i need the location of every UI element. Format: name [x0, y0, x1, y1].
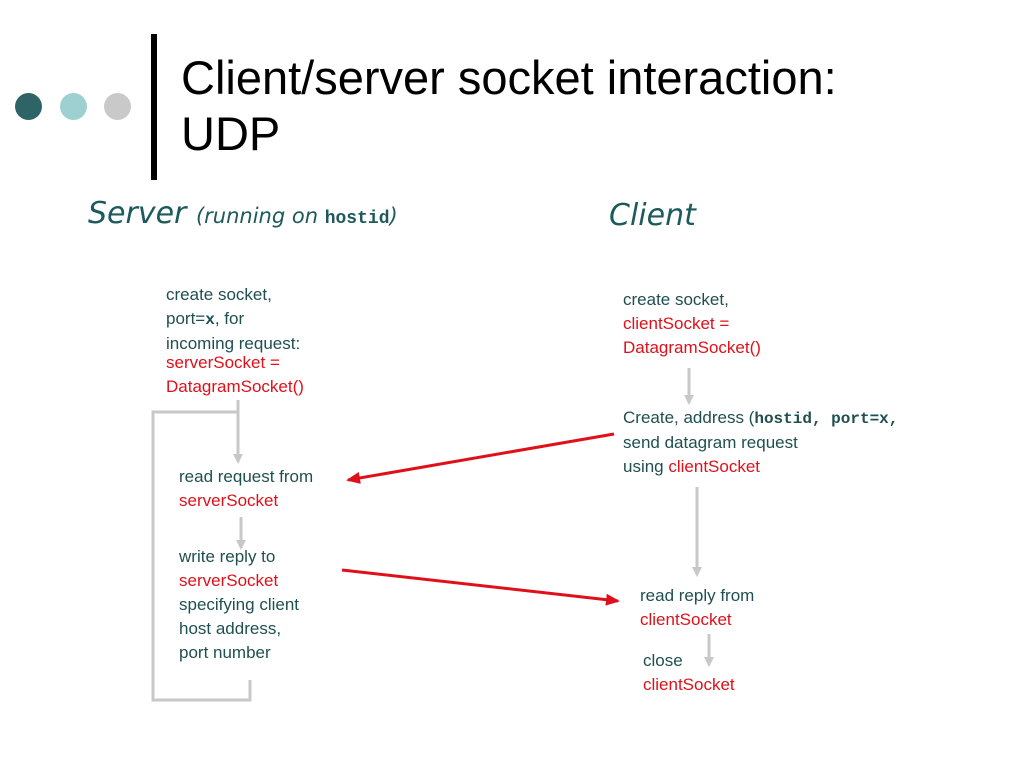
reply-message-arrow: [341, 568, 620, 606]
server-create-line5: DatagramSocket(): [166, 377, 304, 396]
server-create-line1: create socket,: [166, 285, 272, 304]
server-write-line3: specifying client: [179, 595, 300, 614]
server-create-port-value: x: [205, 311, 215, 329]
slide-title-line1: Client/server socket interaction:: [181, 51, 837, 104]
server-create-line3: incoming request:: [166, 334, 301, 353]
title-divider: [151, 34, 157, 180]
server-heading-host: hostid: [324, 209, 390, 229]
client-read-line2: clientSocket: [640, 610, 732, 629]
server-write-line4: host address,: [179, 619, 282, 638]
client-read-reply-step: read reply from clientSocket: [640, 584, 754, 632]
client-create-line2: clientSocket =: [623, 314, 730, 333]
client-heading: Client: [609, 198, 696, 233]
server-write-line5: port number: [179, 643, 271, 662]
client-send-line1-prefix: Create, address (: [623, 408, 755, 427]
server-create-socket-step: create socket, port=x, for incoming requ…: [166, 283, 304, 399]
server-create-line2: port=x, for: [166, 307, 304, 332]
client-send-line1-code: hostid, port=x,: [754, 410, 899, 428]
client-read-line1: read reply from: [640, 586, 755, 605]
server-write-line2: serverSocket: [179, 571, 279, 590]
client-send-line3-prefix: using: [623, 457, 669, 476]
server-heading: Server (running on hostid): [88, 196, 398, 231]
client-send-line3-socket: clientSocket: [668, 457, 761, 476]
decor-dot-gray: [104, 93, 131, 120]
server-read-line2: serverSocket: [179, 491, 279, 510]
server-create-port-suffix: , for: [214, 309, 245, 328]
decor-dot-dark: [15, 93, 42, 120]
server-heading-paren-close: ): [389, 204, 398, 228]
request-message-arrow: [346, 432, 615, 484]
client-close-line2: clientSocket: [643, 675, 735, 694]
client-create-line1: create socket,: [623, 290, 729, 309]
server-heading-paren-open: (running on: [195, 204, 325, 228]
server-create-line4: serverSocket =: [166, 353, 280, 372]
server-write-reply-step: write reply to serverSocket specifying c…: [179, 545, 299, 665]
server-write-line1: write reply to: [179, 547, 276, 566]
server-heading-sub: (running on hostid): [195, 204, 398, 229]
server-read-line1: read request from: [179, 467, 314, 486]
server-read-request-step: read request from serverSocket: [179, 465, 313, 513]
server-create-port-prefix: port=: [166, 309, 206, 328]
client-create-line3: DatagramSocket(): [623, 338, 761, 357]
client-send-request-step: Create, address (hostid, port=x, send da…: [623, 406, 898, 479]
client-close-line1: close: [643, 651, 683, 670]
server-loop-line: [151, 410, 252, 702]
decor-dot-light: [60, 93, 87, 120]
slide-title-line2: UDP: [181, 107, 281, 160]
client-send-line2: send datagram request: [623, 433, 798, 452]
server-heading-label: Server: [88, 196, 187, 231]
client-send-line3: using clientSocket: [623, 455, 898, 479]
client-send-line1: Create, address (hostid, port=x,: [623, 406, 898, 431]
client-create-socket-step: create socket, clientSocket = DatagramSo…: [623, 288, 761, 360]
slide-title: Client/server socket interaction: UDP: [181, 50, 837, 162]
client-close-step: close clientSocket: [643, 649, 735, 697]
